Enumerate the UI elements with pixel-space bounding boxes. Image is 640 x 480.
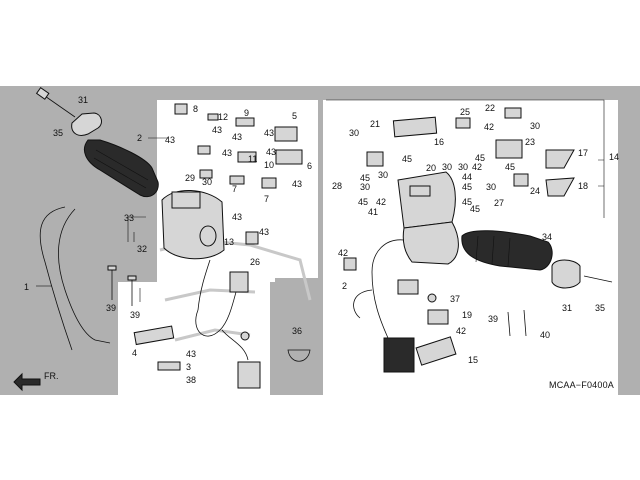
callout-45c: 45 [505, 162, 515, 172]
callout-35: 35 [53, 128, 63, 138]
callout-43j: 43 [186, 349, 196, 359]
callout-36: 36 [292, 326, 302, 336]
callout-22: 22 [485, 103, 495, 113]
callout-30b: 30 [530, 121, 540, 131]
callout-26: 26 [250, 257, 260, 267]
callout-30a: 30 [202, 177, 212, 187]
fr-label: FR. [44, 371, 59, 381]
callout-1: 1 [24, 282, 29, 292]
callout-30e: 30 [458, 162, 468, 172]
callout-7b: 7 [264, 194, 269, 204]
callout-42e: 42 [456, 326, 466, 336]
callout-7a: 7 [232, 184, 237, 194]
callout-29: 29 [185, 173, 195, 183]
left-wiring-harness [195, 271, 261, 389]
left-switch-housing [161, 189, 225, 311]
callout-42a: 42 [484, 122, 494, 132]
left-grip [35, 86, 159, 198]
callout-43a: 43 [165, 135, 175, 145]
callout-15: 15 [468, 355, 478, 365]
callout-25: 25 [460, 107, 470, 117]
callout-38: 38 [186, 375, 196, 385]
callout-45f: 45 [462, 197, 472, 207]
callout-43f: 43 [266, 147, 276, 157]
callout-43i: 43 [259, 227, 269, 237]
bracket-14 [326, 99, 605, 218]
callout-41: 41 [368, 207, 378, 217]
callout-42d: 42 [338, 248, 348, 258]
callout-11: 11 [248, 154, 257, 164]
throttle-cable [39, 206, 96, 351]
callout-6: 6 [307, 161, 312, 171]
callout-45a: 45 [402, 154, 412, 164]
callout-45e: 45 [358, 197, 368, 207]
callout-28: 28 [332, 181, 342, 191]
callout-43g: 43 [292, 179, 302, 189]
callout-33: 33 [124, 213, 134, 223]
callout-12: 12 [218, 112, 228, 122]
callout-19: 19 [462, 310, 472, 320]
callout-39b: 39 [130, 310, 140, 320]
callout-40: 40 [540, 330, 550, 340]
callout-23: 23 [525, 137, 535, 147]
callout-21: 21 [370, 119, 380, 129]
callout-45b: 45 [475, 153, 485, 163]
callout-13: 13 [224, 237, 234, 247]
callout-27: 27 [494, 198, 504, 208]
callout-8: 8 [193, 104, 198, 114]
callout-43d: 43 [264, 128, 274, 138]
callout-16: 16 [434, 137, 444, 147]
screws [107, 265, 137, 306]
callout-30g: 30 [360, 182, 370, 192]
callout-5: 5 [292, 111, 297, 121]
callout-43b: 43 [212, 125, 222, 135]
callout-10: 10 [264, 160, 274, 170]
callout-labels: 31 35 2 33 32 1 39 39 8 12 9 5 43 43 43 … [24, 95, 619, 390]
callout-14: 14 [609, 152, 619, 162]
left-small-parts [133, 103, 303, 371]
callout-31b: 31 [562, 303, 572, 313]
callout-30d: 30 [442, 162, 452, 172]
callout-34: 34 [542, 232, 552, 242]
callout-4: 4 [132, 348, 137, 358]
callout-3: 3 [186, 362, 191, 372]
right-wiring-harness [353, 239, 419, 373]
callout-30h: 30 [486, 182, 496, 192]
bottom-margin [0, 395, 640, 480]
callout-43e: 43 [222, 148, 232, 158]
callout-32: 32 [137, 244, 147, 254]
front-direction-arrow [13, 372, 41, 392]
callout-45g: 45 [470, 204, 480, 214]
callout-24: 24 [530, 186, 540, 196]
callout-30f: 30 [378, 170, 388, 180]
callout-39a: 39 [106, 303, 116, 313]
leader-lines [36, 137, 604, 302]
callout-37: 37 [450, 294, 460, 304]
callout-45d: 45 [462, 182, 472, 192]
callout-42c: 42 [376, 197, 386, 207]
callout-35b: 35 [595, 303, 605, 313]
callout-42b: 42 [472, 162, 482, 172]
callout-44: 44 [462, 172, 472, 182]
callout-20: 20 [426, 163, 436, 173]
callout-43h: 43 [232, 212, 242, 222]
callout-43c: 43 [232, 132, 242, 142]
right-switch-housing [397, 171, 459, 265]
callout-18: 18 [578, 181, 588, 191]
callout-30c: 30 [349, 128, 359, 138]
right-small-parts [343, 107, 575, 366]
callout-2-right: 2 [342, 281, 347, 291]
diagram-code: MCAA−F0400A [549, 380, 614, 390]
callout-31: 31 [78, 95, 88, 105]
right-grip [461, 230, 613, 289]
callout-45h: 45 [360, 173, 370, 183]
callout-9: 9 [244, 108, 249, 118]
clamp-36 [287, 349, 311, 362]
callout-17: 17 [578, 148, 588, 158]
callout-39c: 39 [488, 314, 498, 324]
callout-2: 2 [137, 133, 142, 143]
